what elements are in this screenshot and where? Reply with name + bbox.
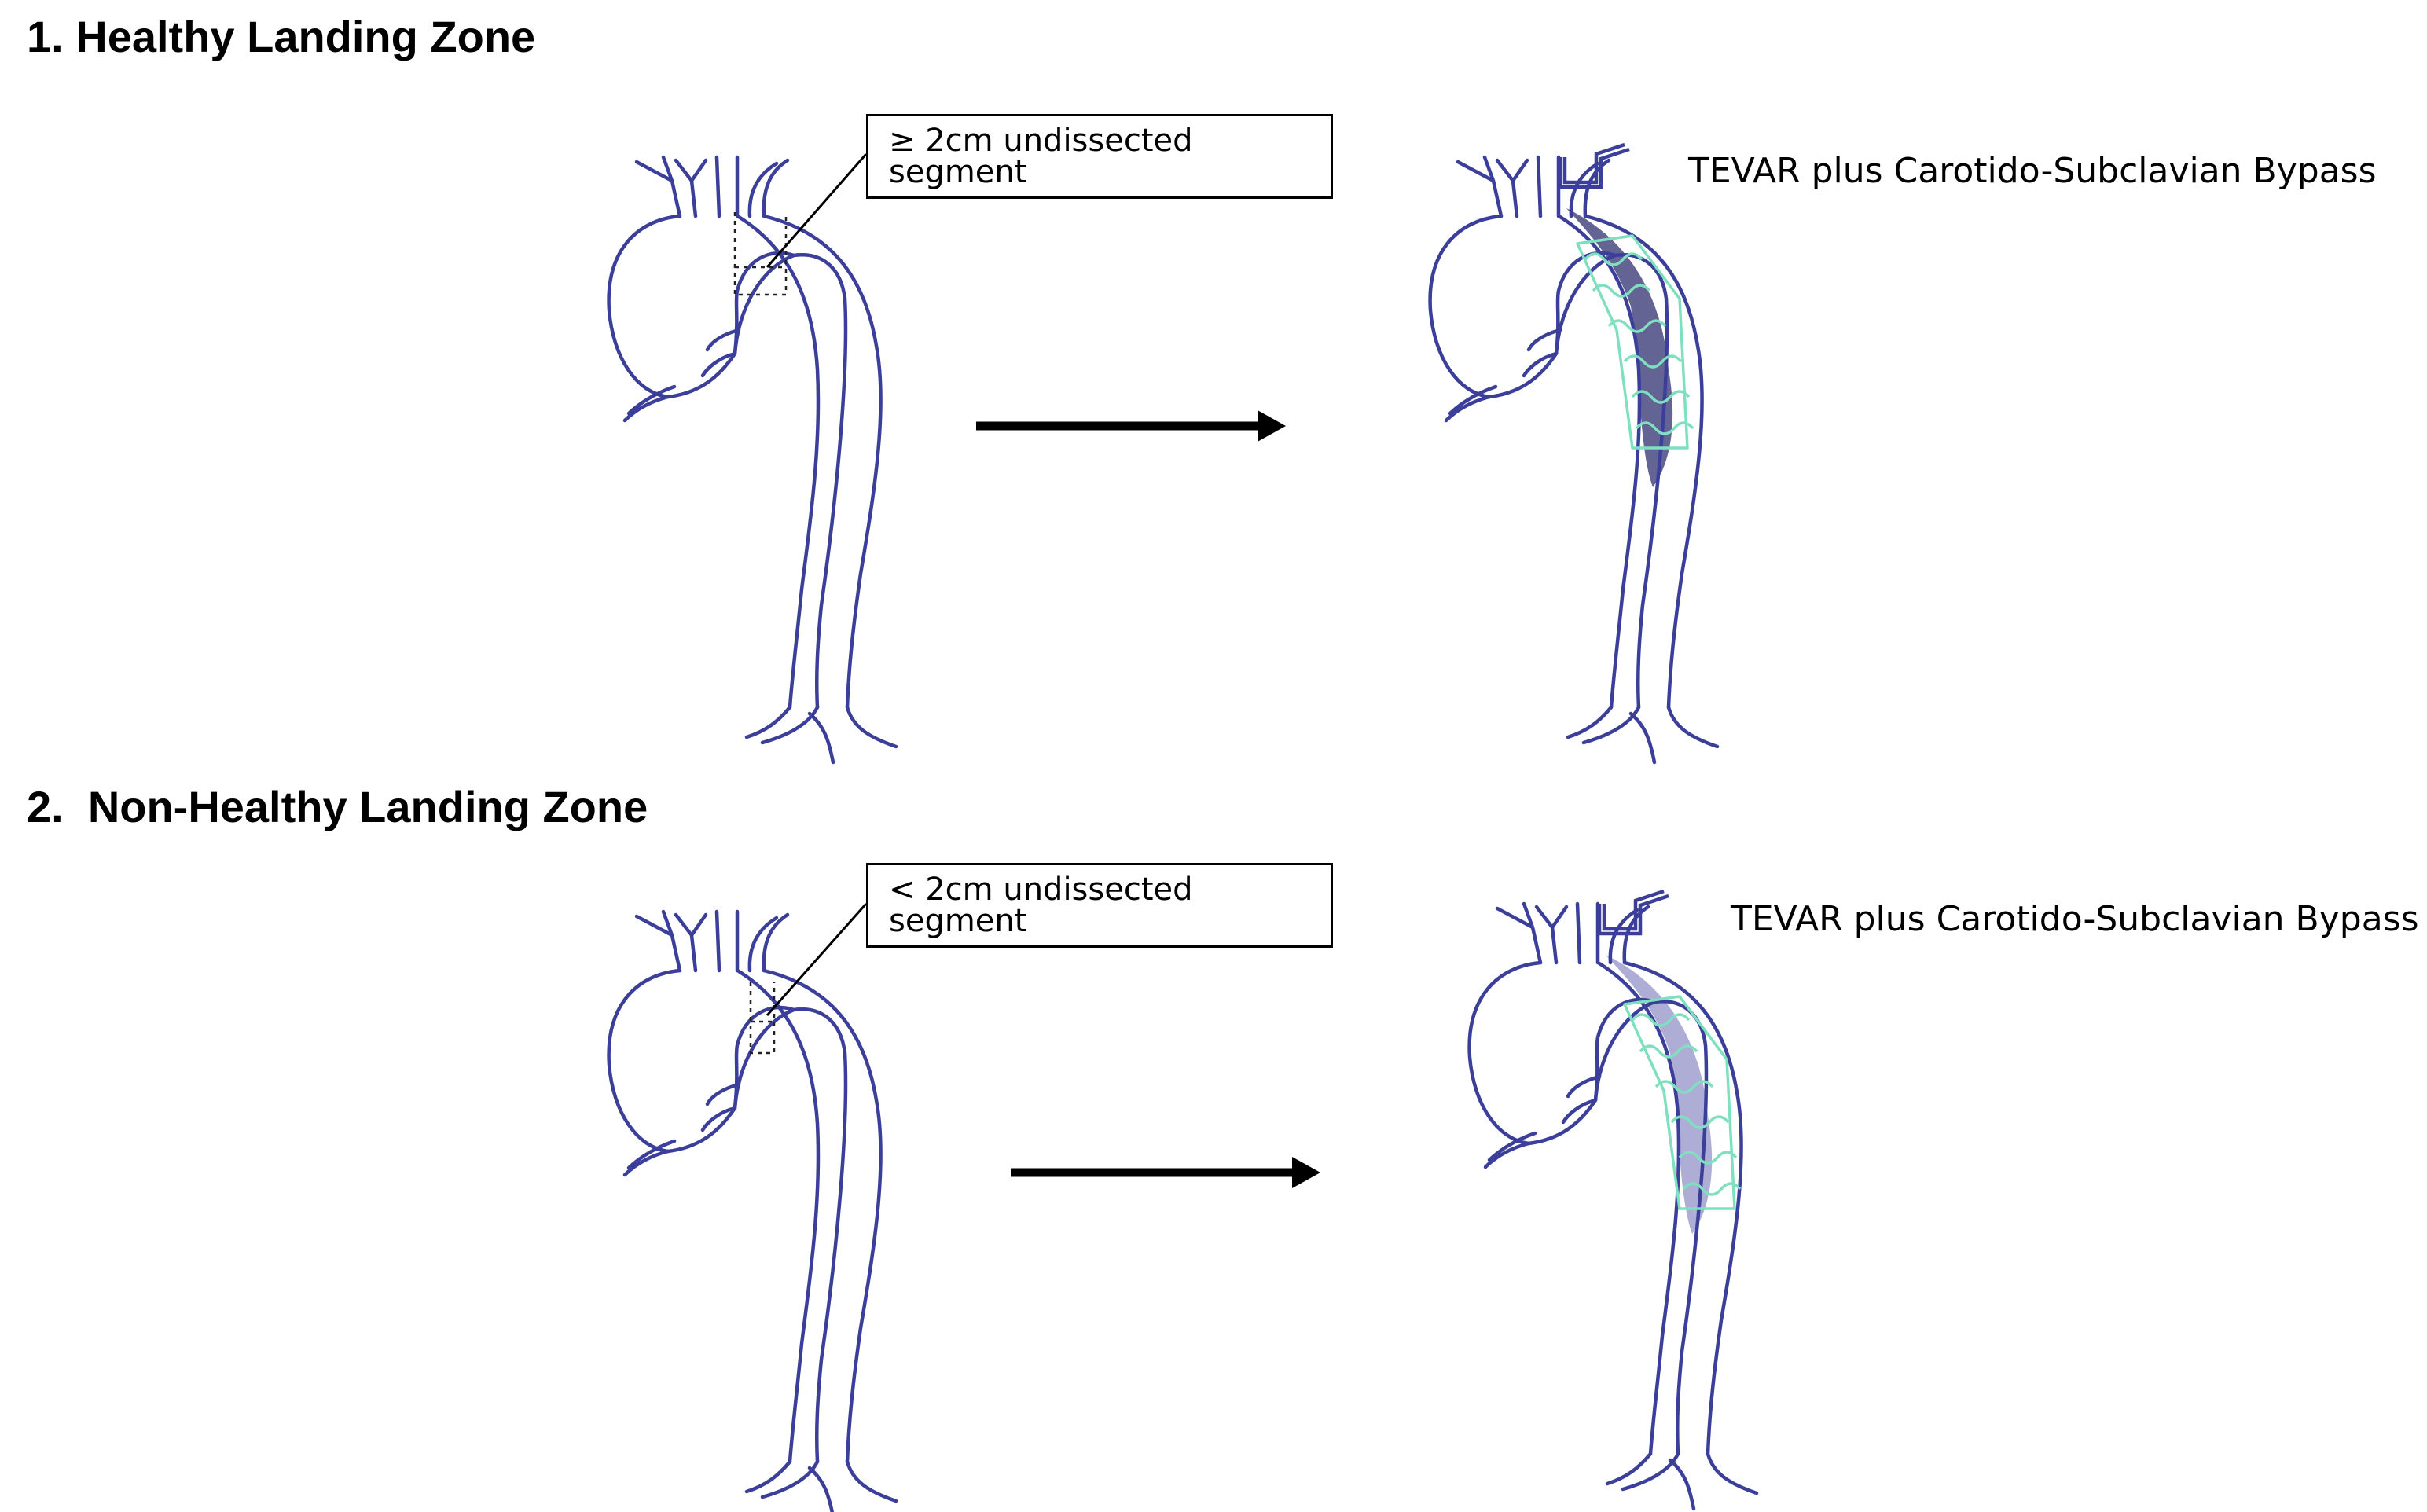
- callout-leader-healthy: [766, 153, 868, 268]
- false-lumen-thrombosed-healthy: [1566, 208, 1673, 487]
- aorta-after-healthy: [1430, 142, 1717, 762]
- arrow-nonhealthy: [1011, 1157, 1320, 1188]
- aorta-before-healthy: [609, 157, 896, 762]
- bypass-graft-healthy: [1558, 147, 1630, 189]
- bypass-graft-nonhealthy: [1597, 894, 1669, 936]
- aorta-after-nonhealthy: [1470, 889, 1757, 1509]
- aorta-before-nonhealthy: [609, 912, 896, 1512]
- procedure-label-healthy: TEVAR plus Carotido-Subclavian Bypass: [1688, 151, 2377, 191]
- arrow-healthy: [976, 410, 1286, 442]
- callout-text-healthy: ≥ 2cm undissected segment: [889, 123, 1193, 190]
- section-1-title: 1. Healthy Landing Zone: [27, 12, 536, 61]
- callout-box-nonhealthy: < 2cm undissected segment: [866, 863, 1333, 948]
- callout-box-healthy: ≥ 2cm undissected segment: [866, 114, 1333, 199]
- section-2-title: 2. Non-Healthy Landing Zone: [27, 782, 648, 831]
- false-lumen-thrombosed-nonhealthy: [1606, 955, 1713, 1234]
- callout-leader-nonhealthy: [766, 903, 868, 1016]
- procedure-label-nonhealthy: TEVAR plus Carotido-Subclavian Bypass: [1731, 899, 2419, 939]
- callout-text-nonhealthy: < 2cm undissected segment: [889, 872, 1193, 939]
